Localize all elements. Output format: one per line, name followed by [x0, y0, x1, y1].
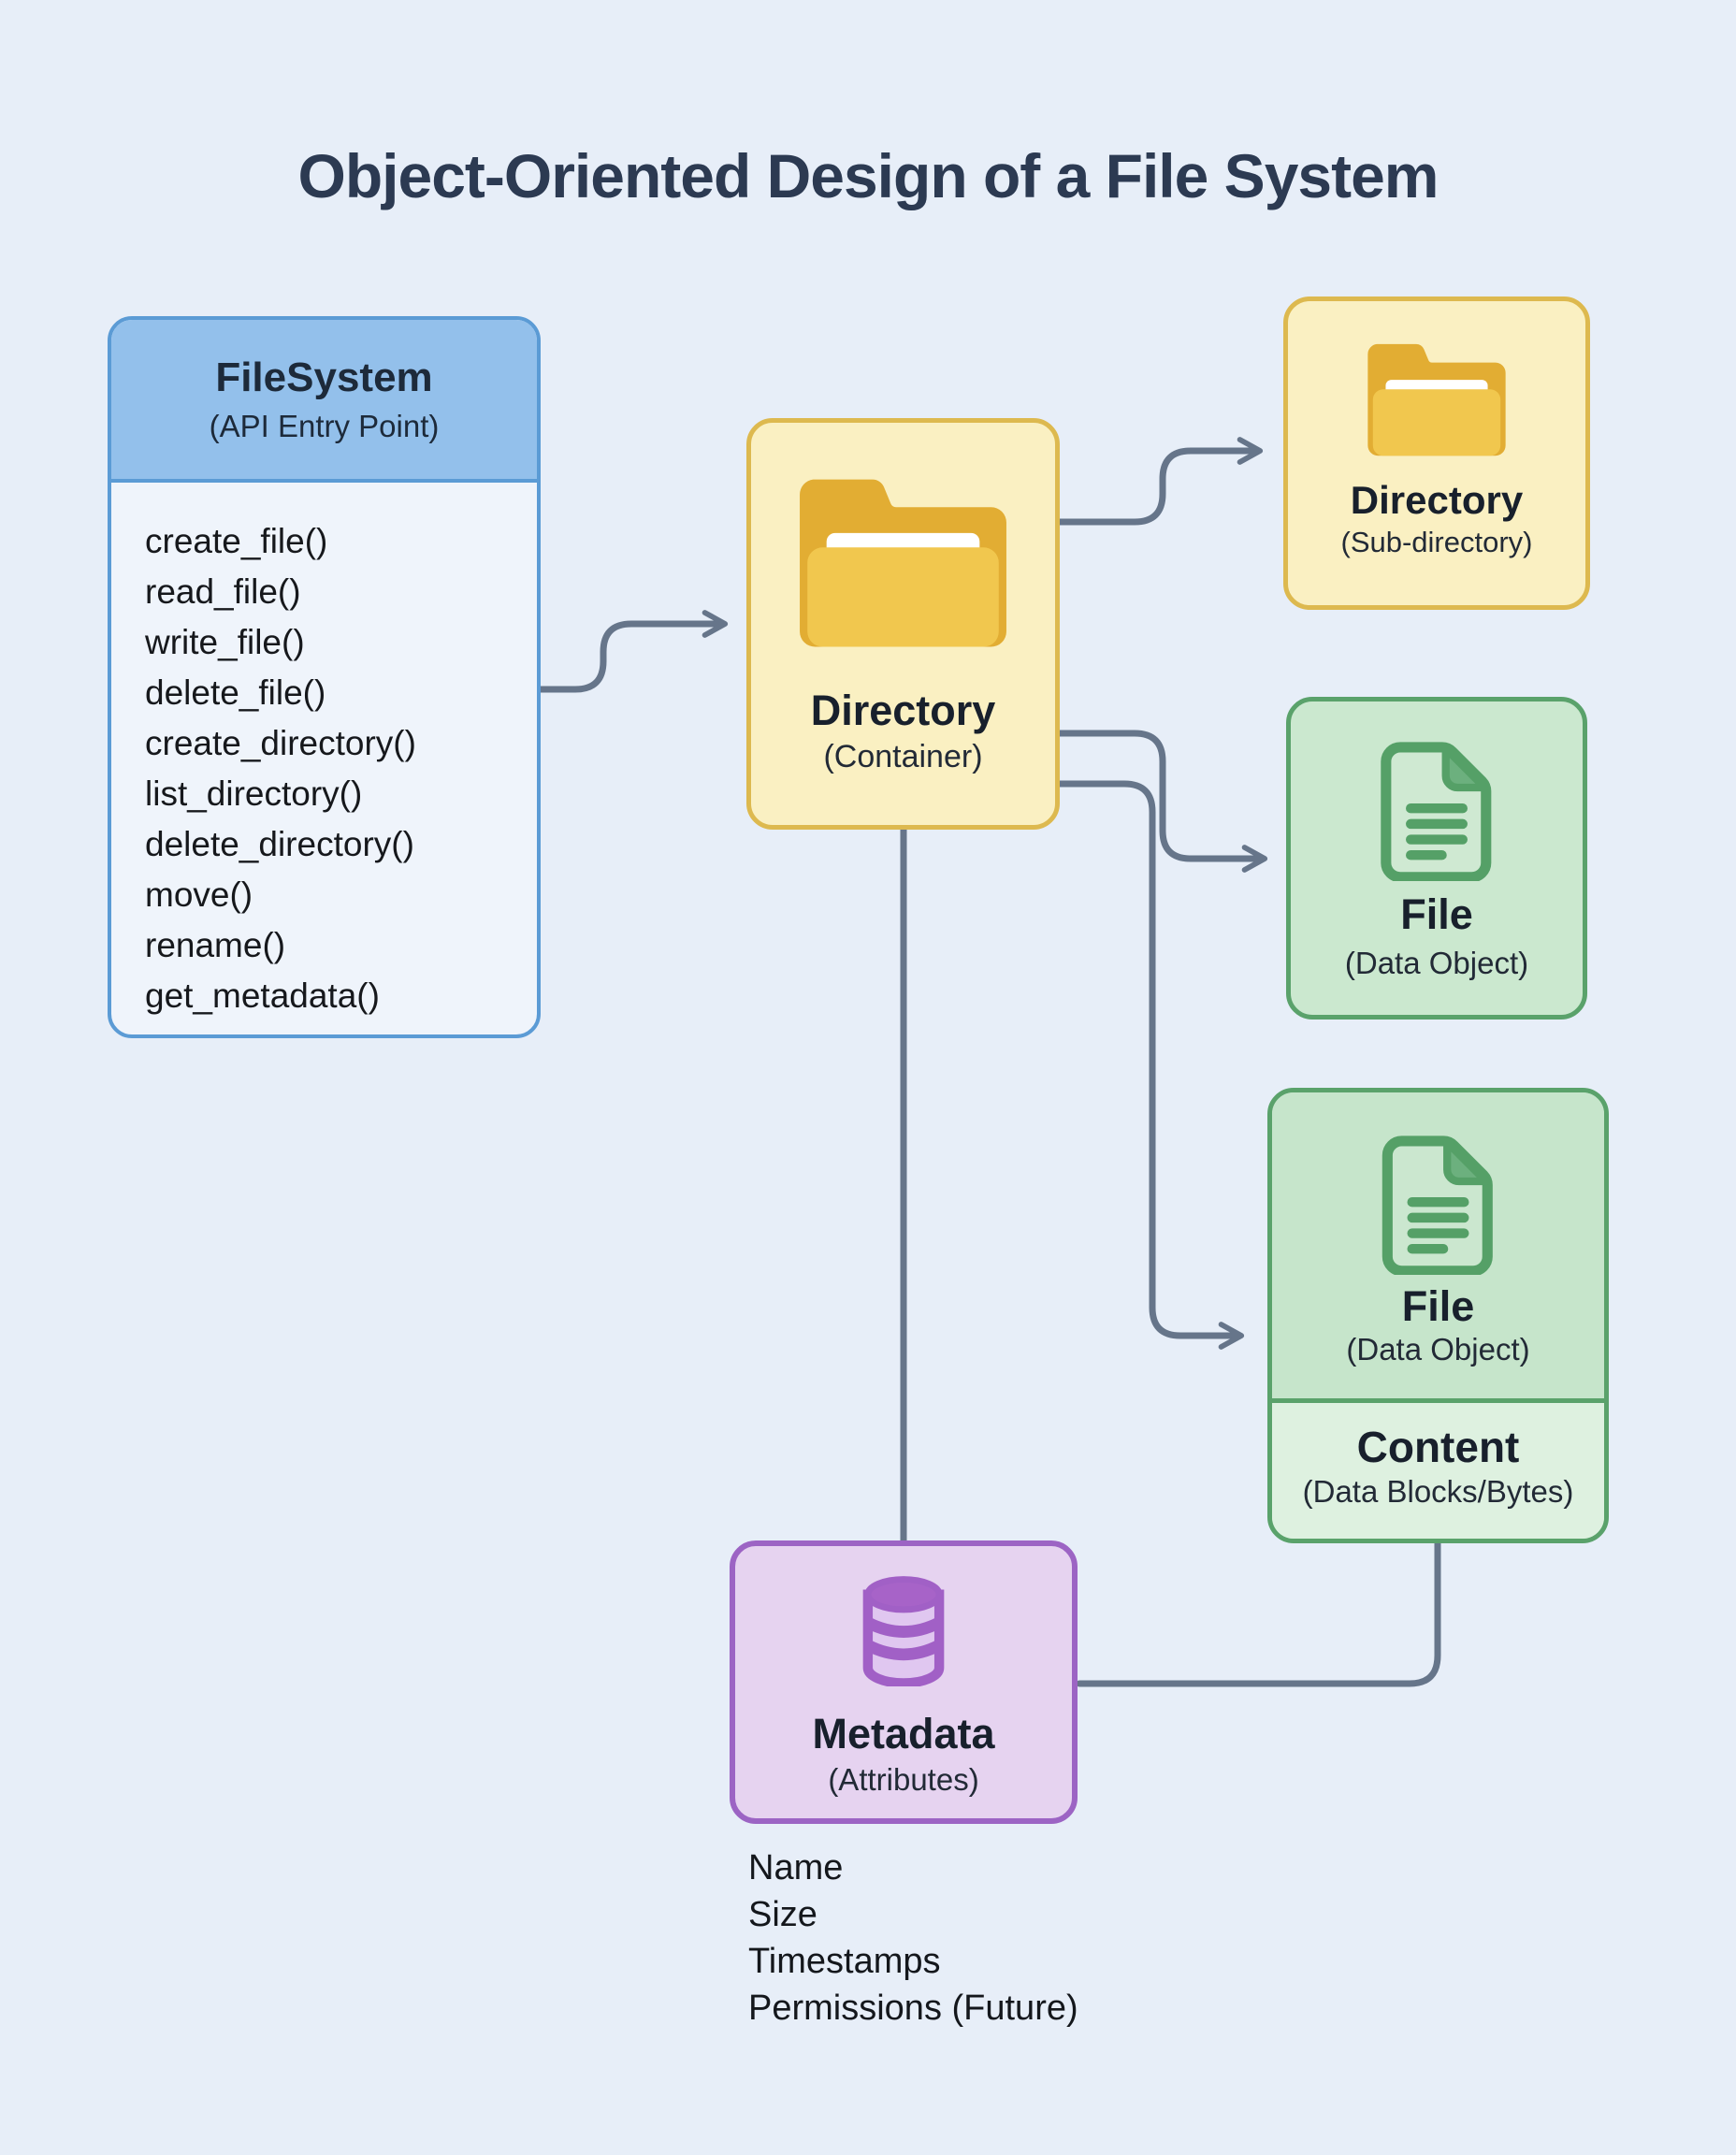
- page-title: Object-Oriented Design of a File System: [297, 141, 1439, 210]
- directory-to-file2-connector: [1056, 780, 1245, 1350]
- subdirectory-subtitle: (Sub-directory): [1340, 526, 1533, 558]
- method-item: rename(): [145, 926, 286, 964]
- file-icon: [1382, 1135, 1493, 1275]
- directory-to-file-connector: [1056, 730, 1268, 873]
- database-icon: [862, 1576, 945, 1686]
- filesystem-method-list: create_file() read_file() write_file() d…: [111, 483, 537, 1021]
- content-subtitle: (Data Blocks/Bytes): [1302, 1474, 1574, 1509]
- filesystem-header: FileSystem (API Entry Point): [111, 320, 537, 483]
- file-title: File: [1400, 890, 1473, 938]
- metadata-attribute-list: Name Size Timestamps Permissions (Future…: [748, 1844, 1078, 2032]
- directory-title: Directory: [810, 687, 996, 734]
- file-subtitle: (Data Object): [1344, 946, 1529, 980]
- method-item: move(): [145, 875, 253, 914]
- attribute-item: Size: [748, 1895, 817, 1934]
- attribute-item: Timestamps: [748, 1942, 941, 1981]
- method-item: delete_file(): [145, 673, 326, 712]
- attribute-item: Permissions (Future): [748, 1989, 1078, 2028]
- method-item: get_metadata(): [145, 976, 380, 1015]
- folder-icon: [1367, 343, 1506, 456]
- attribute-item: Name: [748, 1848, 844, 1887]
- filesystem-to-directory-connector: [537, 610, 729, 693]
- metadata-node: Metadata (Attributes): [730, 1540, 1078, 1824]
- method-item: create_directory(): [145, 724, 416, 762]
- folder-icon: [800, 479, 1006, 647]
- content-section: Content (Data Blocks/Bytes): [1272, 1398, 1604, 1539]
- method-item: list_directory(): [145, 774, 363, 813]
- subdirectory-title: Directory: [1350, 478, 1524, 522]
- file-with-content-header: File (Data Object): [1272, 1092, 1604, 1398]
- method-item: read_file(): [145, 572, 301, 611]
- content-to-metadata-connector: [1076, 1540, 1441, 1687]
- directory-to-subdirectory-connector: [1056, 437, 1264, 526]
- metadata-title: Metadata: [812, 1710, 995, 1757]
- method-item: create_file(): [145, 522, 328, 560]
- file-icon: [1381, 742, 1492, 881]
- file-node: File (Data Object): [1286, 697, 1587, 1020]
- file-with-content-title: File: [1401, 1282, 1475, 1330]
- directory-subtitle: (Container): [823, 739, 983, 774]
- filesystem-title: FileSystem: [215, 354, 433, 400]
- directory-node: Directory (Container): [746, 418, 1060, 830]
- content-title: Content: [1356, 1423, 1520, 1471]
- metadata-subtitle: (Attributes): [828, 1762, 979, 1797]
- filesystem-subtitle: (API Entry Point): [209, 409, 440, 443]
- method-item: delete_directory(): [145, 825, 414, 863]
- file-with-content-subtitle: (Data Object): [1346, 1332, 1530, 1367]
- subdirectory-node: Directory (Sub-directory): [1283, 296, 1590, 610]
- method-item: write_file(): [145, 623, 305, 661]
- filesystem-node: FileSystem (API Entry Point) create_file…: [108, 316, 541, 1038]
- file-with-content-node: File (Data Object) Content (Data Blocks/…: [1267, 1088, 1609, 1543]
